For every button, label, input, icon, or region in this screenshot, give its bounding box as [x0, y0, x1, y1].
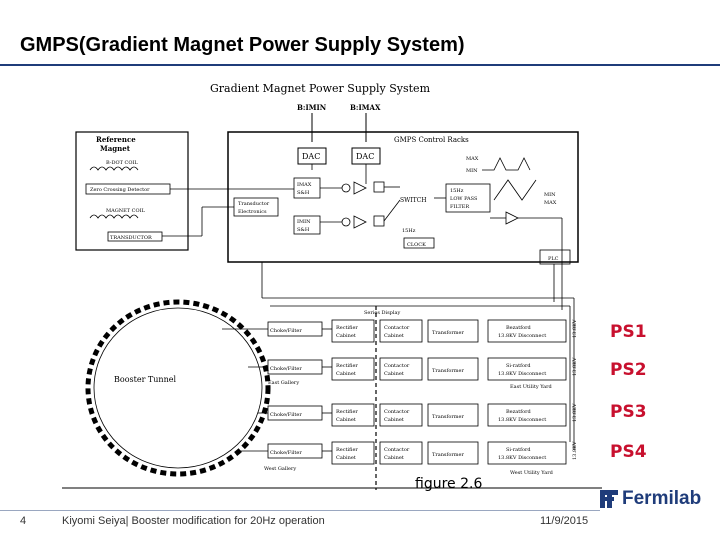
west-utility-label: West Utility Yard [510, 470, 554, 476]
choke-label-2: Choke/Filter [270, 366, 302, 372]
transductor-electronics-label-2: Electronics [238, 209, 267, 215]
choke-label-4: Choke/Filter [270, 450, 302, 456]
title-rule [0, 64, 720, 66]
contactor-label-3a: Contactor [384, 409, 410, 415]
min-max-label-2: MAX [544, 200, 557, 206]
kv-label-2: 13.8KV [572, 357, 578, 376]
transductor-label: TRANSDUCTOR [110, 235, 152, 241]
control-racks-label: GMPS Control Racks [394, 136, 469, 144]
filter-label-3: FILTER [450, 204, 469, 210]
rectifier-label-4a: Rectifier [336, 447, 358, 453]
dac-label-1: DAC [302, 152, 320, 161]
fermilab-logo-icon [600, 490, 618, 508]
gmps-diagram: Gradient Magnet Power Supply System B:IM… [62, 70, 602, 490]
filter-label-1: 15Hz [450, 188, 464, 194]
figure-caption: figure 2.6 [415, 476, 483, 492]
clock-label: CLOCK [407, 242, 426, 248]
rectifier-label-1b: Cabinet [336, 333, 356, 339]
input-imin: B:IMIN [297, 103, 327, 112]
footer-text: Kiyomi Seiya| Booster modification for 2… [62, 515, 325, 527]
transformer-label-4: Transformer [432, 452, 464, 458]
max-label: MAX [466, 156, 479, 162]
imax-sh-label-1: IMAX [297, 182, 312, 188]
reference-magnet-label-1: Reference [96, 135, 136, 144]
disconnect-label-4b: 13.8KV Disconnect [498, 455, 546, 461]
disconnect-label-2b: 13.8KV Disconnect [498, 371, 546, 377]
zero-crossing-label: Zero Crossing Detector [90, 187, 150, 193]
booster-tunnel-ring [85, 299, 271, 477]
rectifier-label-3b: Cabinet [336, 417, 356, 423]
kv-label-1: 13.8KV [572, 319, 578, 338]
kv-label-4: 13.8KV [572, 441, 578, 460]
freq-label: 15Hz [402, 228, 416, 234]
east-gallery-label: East Gallery [268, 380, 299, 386]
imin-sh-label-1: IMIN [297, 219, 311, 225]
ps-label-4: PS4 [610, 442, 647, 462]
contactor-label-2b: Cabinet [384, 371, 404, 377]
booster-tunnel-label: Booster Tunnel [114, 375, 176, 384]
input-imax: B:IMAX [350, 103, 381, 112]
clock-box [403, 237, 435, 249]
transformer-label-2: Transformer [432, 368, 464, 374]
rectifier-label-1a: Rectifier [336, 325, 358, 331]
contactor-label-1b: Cabinet [384, 333, 404, 339]
imax-sh-label-2: S&H [297, 190, 310, 196]
switch-label: SWITCH [400, 197, 426, 204]
contactor-label-4a: Contactor [384, 447, 410, 453]
ps-row-1: Choke/Filter Rectifier Cabinet Contactor… [267, 319, 578, 343]
choke-label-3: Choke/Filter [270, 412, 302, 418]
slide-title: GMPS(Gradient Magnet Power Supply System… [20, 34, 465, 56]
contactor-label-4b: Cabinet [384, 455, 404, 461]
plc-box [539, 249, 571, 265]
choke-label-1: Choke/Filter [270, 328, 302, 334]
reference-magnet-label-2: Magnet [100, 144, 131, 153]
filter-label-2: LOW PASS [450, 196, 478, 202]
disconnect-label-3b: 13.8KV Disconnect [498, 417, 546, 423]
disconnect-label-4a: Si-ratford [506, 447, 531, 453]
contactor-label-1a: Contactor [384, 325, 410, 331]
transductor-electronics-label-1: Transductor [238, 201, 270, 207]
disconnect-label-1a: Bezatford [506, 325, 532, 331]
dac-label-2: DAC [356, 152, 374, 161]
transformer-label-3: Transformer [432, 414, 464, 420]
footer-date: 11/9/2015 [540, 515, 589, 527]
contactor-label-3b: Cabinet [384, 417, 404, 423]
page-number: 4 [20, 515, 27, 527]
transductor-box [107, 231, 163, 242]
contactor-label-2a: Contactor [384, 363, 410, 369]
rectifier-label-2a: Rectifier [336, 363, 358, 369]
magnet-coil-label: MAGNET COIL [106, 208, 146, 214]
disconnect-label-1b: 13.8KV Disconnect [498, 333, 546, 339]
diagram-title: Gradient Magnet Power Supply System [210, 82, 431, 95]
control-racks-box [227, 131, 579, 263]
plc-label: PLC [548, 256, 559, 262]
ps-label-3: PS3 [610, 402, 647, 422]
ps-label-1: PS1 [610, 322, 647, 342]
footer-rule [0, 510, 600, 511]
ps-row-2: Choke/Filter Rectifier Cabinet Contactor… [267, 357, 578, 381]
fermilab-logo-text: Fermilab [622, 488, 702, 509]
east-utility-label: East Utility Yard [510, 384, 553, 390]
rectifier-label-2b: Cabinet [336, 371, 356, 377]
rectifier-label-3a: Rectifier [336, 409, 358, 415]
rectifier-label-4b: Cabinet [336, 455, 356, 461]
kv-label-3: 13.8KV [572, 403, 578, 422]
disconnect-label-2a: Si-ratford [506, 363, 531, 369]
imin-sh-box [293, 215, 321, 235]
west-gallery-label: West Gallery [264, 466, 296, 472]
series-display-label: Series Display [364, 310, 400, 316]
bdot-coil-label: B-DOT COIL [106, 160, 138, 166]
disconnect-label-3a: Bezatford [506, 409, 532, 415]
fermilab-logo: Fermilab [598, 488, 701, 510]
min-label: MIN [466, 168, 478, 174]
ps-row-3: Choke/Filter Rectifier Cabinet Contactor… [267, 403, 578, 427]
min-max-label-1: MIN [544, 192, 556, 198]
transformer-label-1: Transformer [432, 330, 464, 336]
imin-sh-label-2: S&H [297, 227, 310, 233]
reference-magnet-box [75, 131, 189, 251]
ps-label-2: PS2 [610, 360, 647, 380]
ps-row-4: Choke/Filter Rectifier Cabinet Contactor… [267, 441, 578, 465]
